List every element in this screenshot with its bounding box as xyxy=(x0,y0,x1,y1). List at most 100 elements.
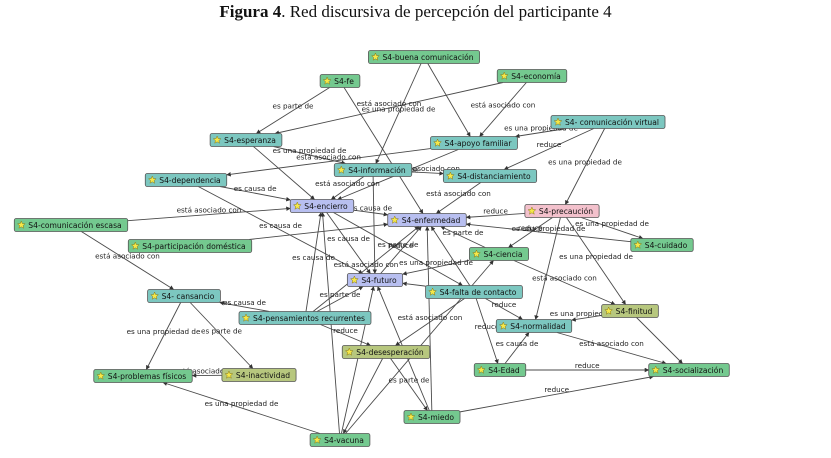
node-fe[interactable]: S4-fe xyxy=(319,74,361,88)
edge-label: es causa de xyxy=(349,203,392,212)
edge-label: es causa de xyxy=(259,221,302,230)
edge-label: reduce xyxy=(333,326,358,335)
edge-faltacontacto-edad xyxy=(475,298,499,364)
edge-informacion-futuro xyxy=(372,176,378,274)
node-vacuna[interactable]: S4-vacuna xyxy=(309,433,371,447)
edge-dependencia-encierro xyxy=(219,186,291,202)
node-enfermedad[interactable]: S4-enfermedad xyxy=(387,213,467,227)
node-inactividad[interactable]: S4-inactividad xyxy=(221,368,297,382)
edge-label: es causa de xyxy=(234,184,277,193)
edge-buena-apoyo xyxy=(427,63,471,137)
edge-buena-informacion xyxy=(375,63,422,164)
edge-label: es una propiedad de xyxy=(559,252,633,261)
node-label: S4-enfermedad xyxy=(402,216,461,225)
node-distanciamiento[interactable]: S4-distanciamiento xyxy=(442,169,538,183)
node-box xyxy=(346,273,404,287)
star-icon xyxy=(212,135,222,144)
node-box xyxy=(430,136,518,150)
node-label: S4-miedo xyxy=(418,413,454,422)
node-finitud[interactable]: S4-finitud xyxy=(601,304,659,318)
node-box xyxy=(309,433,371,447)
node-pensamientos[interactable]: S4-pensamientos recurrentes xyxy=(238,311,372,325)
node-normalidad[interactable]: S4-normalidad xyxy=(495,319,573,333)
star-icon xyxy=(527,206,537,215)
node-problemas[interactable]: S4-problemas físicos xyxy=(93,369,193,383)
edge-label: reduce xyxy=(389,241,414,250)
node-label: S4-finitud xyxy=(616,307,653,316)
node-miedo[interactable]: S4-miedo xyxy=(403,410,461,424)
edge-label: está asociado con xyxy=(532,274,597,283)
node-socializacion[interactable]: S4-socialización xyxy=(648,363,730,377)
star-icon xyxy=(147,175,157,184)
edge-esperanza-encierro xyxy=(253,146,315,200)
edge-precaucion-ciencia xyxy=(508,217,553,248)
edge-label: está asociado con xyxy=(334,260,399,269)
edge-label: está asociado con xyxy=(95,252,160,261)
node-label: S4-falta de contacto xyxy=(440,288,517,297)
node-desesperacion[interactable]: S4-desesperación xyxy=(341,345,431,359)
node-buena[interactable]: S4-buena comunicación xyxy=(368,50,480,64)
node-label: S4-cuidado xyxy=(645,241,688,250)
edge-comvirtual-apoyo xyxy=(515,128,567,139)
star-icon xyxy=(312,435,322,444)
star-icon xyxy=(406,412,416,421)
edge-pensamientos-encierro xyxy=(305,212,323,312)
node-box xyxy=(13,218,129,232)
edge-comescasa-cansancio xyxy=(81,231,175,290)
node-precaucion[interactable]: S4-precaución xyxy=(524,204,600,218)
node-dependencia[interactable]: S4-dependencia xyxy=(144,173,228,187)
node-cansancio[interactable]: S4- cansancio xyxy=(147,289,221,303)
edge-label: está asociado con xyxy=(579,339,644,348)
node-comvirtual[interactable]: S4- comunicación virtual xyxy=(550,115,666,129)
edge-label: es una propiedad de xyxy=(127,327,201,336)
node-box xyxy=(425,285,523,299)
edge-precaucion-finitud xyxy=(566,217,626,305)
figure-caption: Figura 4. Red discursiva de percepción d… xyxy=(0,2,831,22)
node-comescasa[interactable]: S4-comunicación escasa xyxy=(13,218,129,232)
node-faltacontacto[interactable]: S4-falta de contacto xyxy=(425,285,523,299)
node-encierro[interactable]: S4-encierro xyxy=(289,199,355,213)
edge-precaucion-enfermedad xyxy=(465,213,525,220)
node-label: S4-precaución xyxy=(539,207,593,216)
star-icon xyxy=(224,370,234,379)
edge-economia-esperanza xyxy=(274,82,504,135)
node-label: S4-buena comunicación xyxy=(382,53,473,62)
node-box xyxy=(209,133,283,147)
node-label: S4-ciencia xyxy=(483,250,522,259)
node-edad[interactable]: S4-Edad xyxy=(473,363,527,377)
node-esperanza[interactable]: S4-esperanza xyxy=(209,133,283,147)
edge-miedo-socializacion xyxy=(459,375,654,413)
node-cuidado[interactable]: S4-cuidado xyxy=(630,238,694,252)
node-box xyxy=(238,311,372,325)
node-economia[interactable]: S4-economía xyxy=(496,69,568,83)
node-box xyxy=(495,319,573,333)
node-label: S4-fe xyxy=(334,77,354,86)
node-box xyxy=(473,363,527,377)
edge-distanciamiento-enfermedad xyxy=(435,182,481,214)
edge-comvirtual-distanciamiento xyxy=(503,128,594,170)
node-label: S4-participación doméstica xyxy=(142,242,245,251)
node-label: S4-economía xyxy=(511,72,561,81)
node-futuro[interactable]: S4-futuro xyxy=(346,273,404,287)
edge-label: es parte de xyxy=(320,290,361,299)
star-icon xyxy=(604,306,614,315)
edge-labels-layer: es parte de es una propiedad de está asoci… xyxy=(95,99,649,408)
edge-pensamientos-cansancio xyxy=(219,301,270,312)
node-apoyo[interactable]: S4-apoyo familiar xyxy=(430,136,518,150)
node-ciencia[interactable]: S4-ciencia xyxy=(469,247,529,261)
star-icon xyxy=(445,171,455,180)
edge-fe-esperanza xyxy=(255,87,330,134)
edge-pensamientos-desesperacion xyxy=(320,324,371,347)
node-participacion[interactable]: S4-participación doméstica xyxy=(127,239,253,253)
edge-desesperacion-vacuna xyxy=(342,358,384,434)
edge-label: es una propiedad de xyxy=(548,158,622,167)
star-icon xyxy=(16,220,26,229)
node-informacion[interactable]: S4-información xyxy=(333,163,413,177)
node-label: S4-esperanza xyxy=(224,136,276,145)
edge-precaucion-normalidad xyxy=(534,217,561,320)
node-box xyxy=(319,74,361,88)
edge-label: es una propiedad de xyxy=(273,146,347,155)
edge-encierro-futuro xyxy=(326,212,371,274)
edge-label: es una propiedad de xyxy=(512,224,586,233)
edge-ciencia-enfermedad xyxy=(440,226,486,248)
